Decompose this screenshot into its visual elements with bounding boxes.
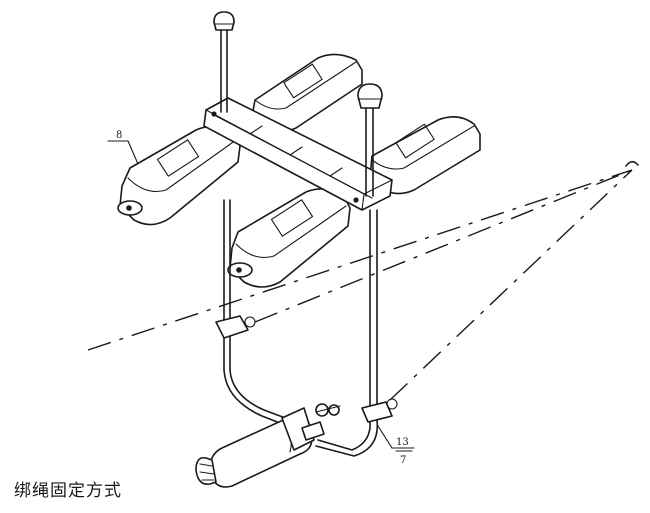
rope-lines bbox=[87, 160, 639, 401]
callout-8-label: 8 bbox=[116, 130, 122, 141]
rope-line-lower bbox=[87, 169, 633, 351]
callout-8: 8 bbox=[107, 130, 139, 165]
sensor-canister bbox=[195, 403, 341, 488]
float-pontoon-back bbox=[251, 53, 481, 195]
pole-cap-right bbox=[357, 83, 383, 109]
clamp-right-low bbox=[361, 398, 398, 423]
callout-13-label: 13 bbox=[396, 437, 409, 448]
pole-cap-left bbox=[213, 11, 235, 31]
rope-line-upper bbox=[254, 169, 633, 323]
clamp-left-mid bbox=[215, 315, 256, 339]
callout-7-label: 7 bbox=[400, 455, 406, 466]
cross-beam bbox=[203, 97, 393, 211]
rope-line-right bbox=[389, 169, 633, 401]
rope-anchor-point bbox=[625, 160, 639, 167]
pole-right bbox=[315, 83, 383, 457]
figure-caption: 绑绳固定方式 bbox=[14, 481, 122, 501]
pole-left bbox=[213, 11, 289, 426]
callout-13-7: 13 7 bbox=[377, 425, 415, 466]
